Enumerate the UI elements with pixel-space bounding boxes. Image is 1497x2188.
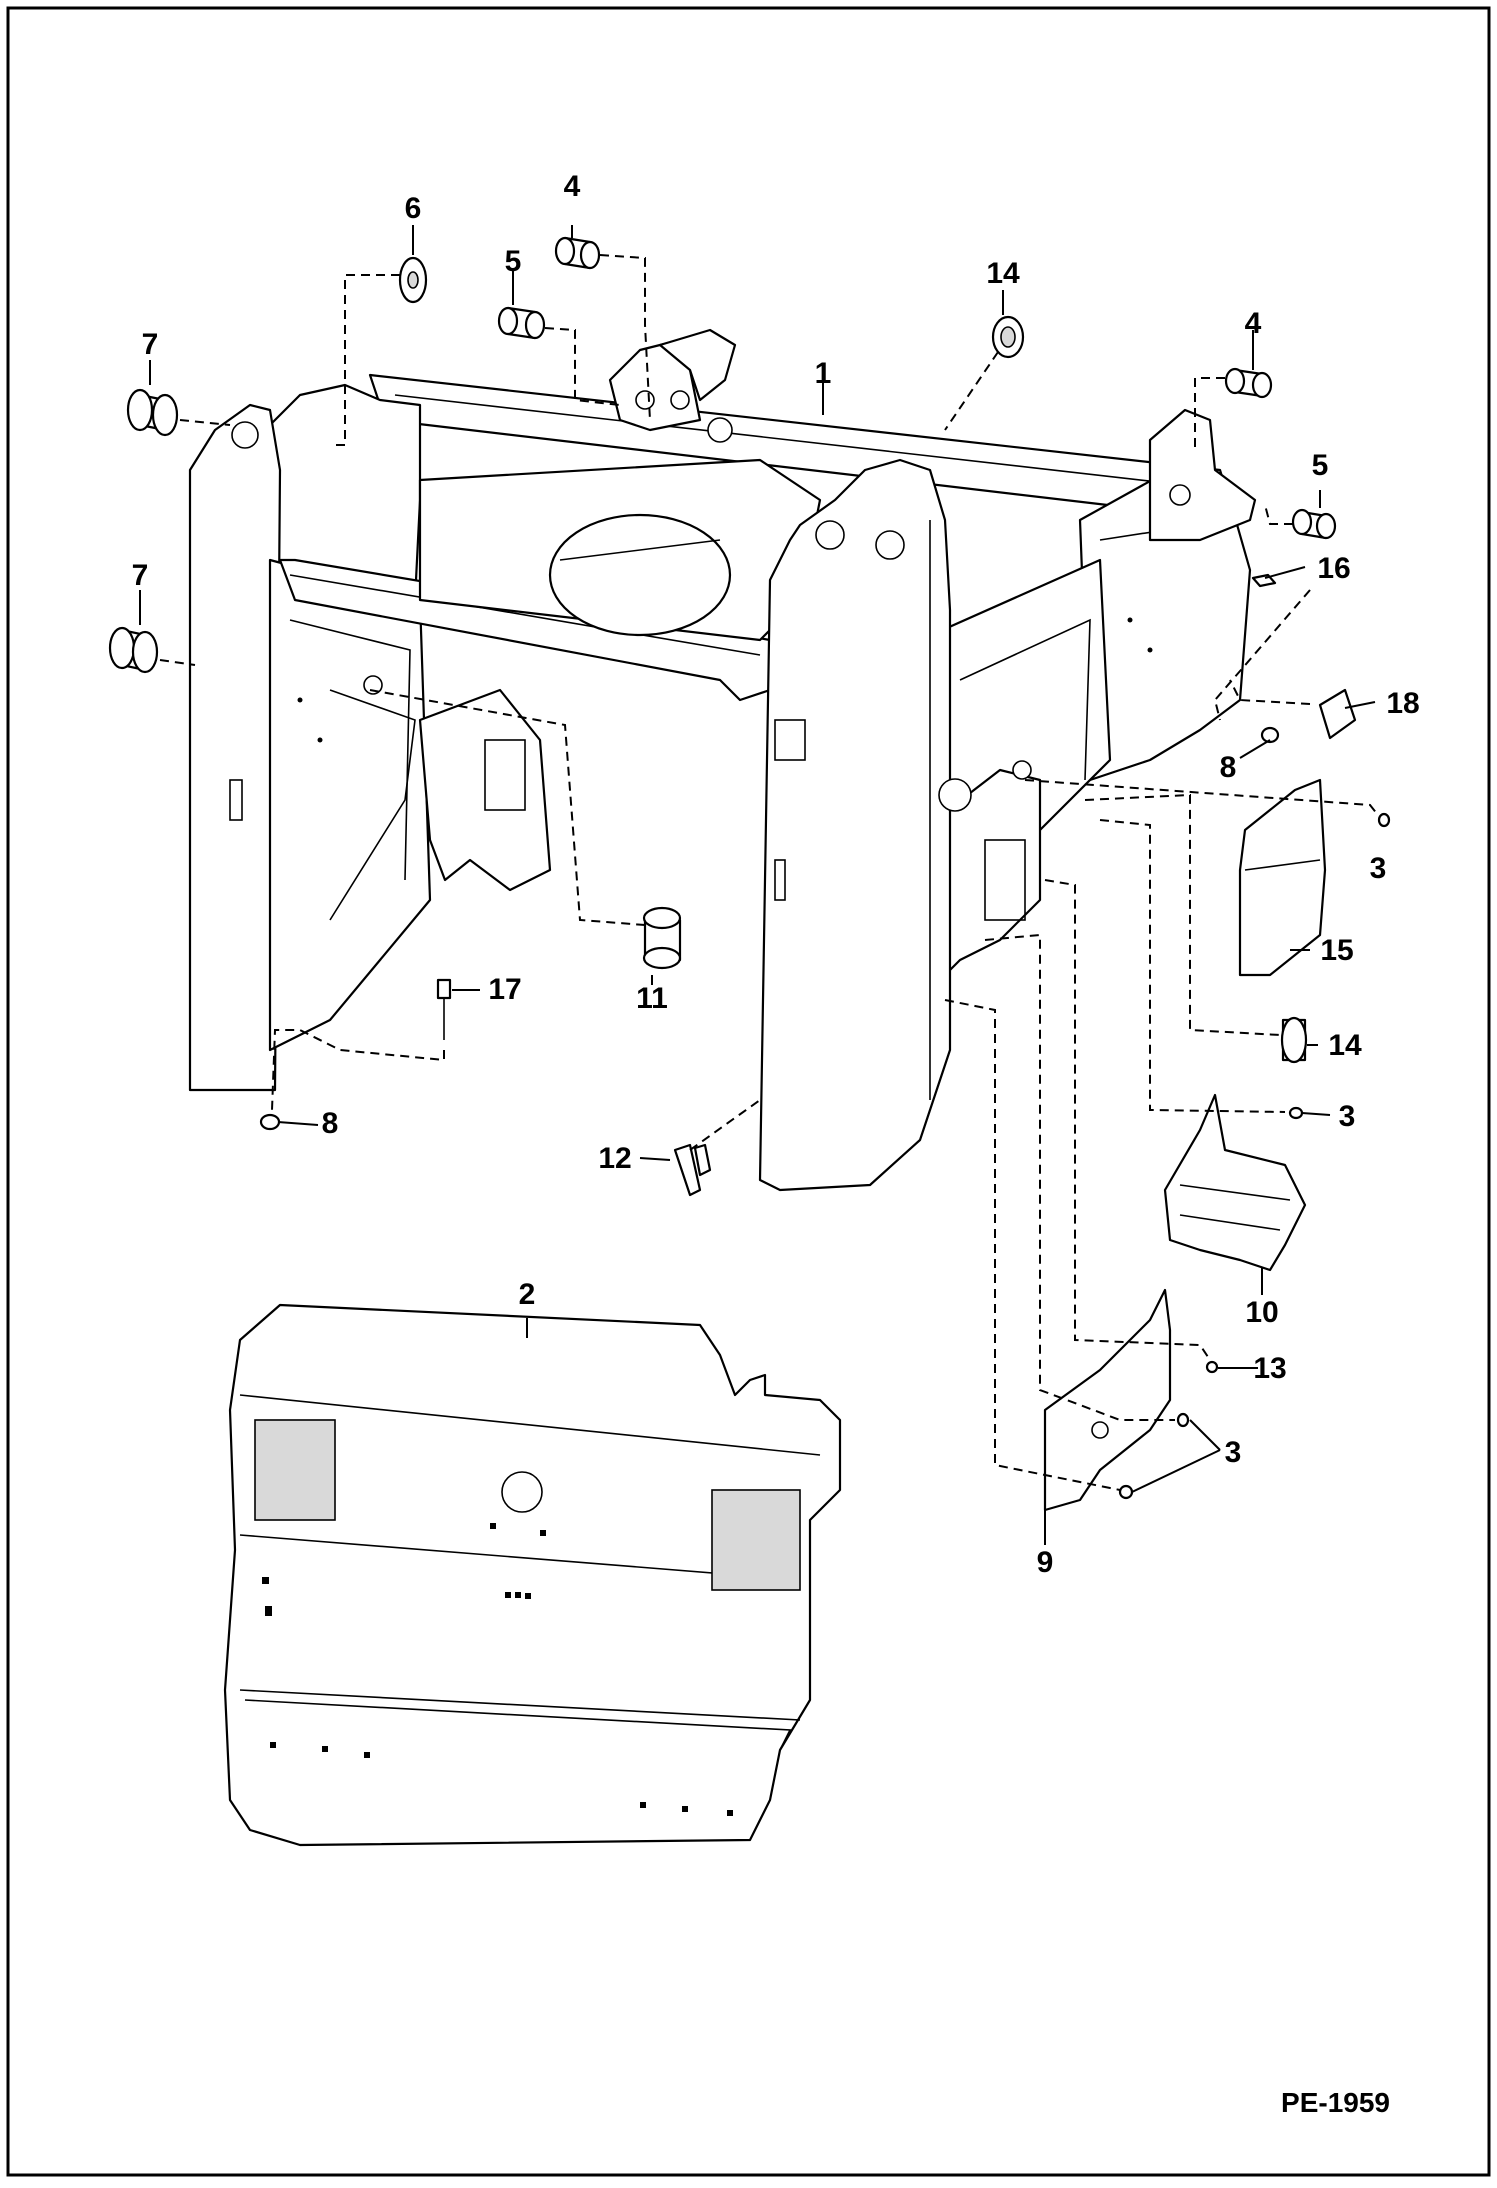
rubber-mount-part	[1280, 1016, 1308, 1064]
bracket-part	[673, 1143, 712, 1197]
callout-7: 7	[132, 559, 149, 592]
callout-3: 3	[1339, 1100, 1356, 1133]
callout-8: 8	[322, 1107, 339, 1140]
callout-13: 13	[1253, 1352, 1286, 1385]
bushing-part	[642, 906, 682, 970]
figure-reference: PE-1959	[1281, 2087, 1390, 2118]
washer-part	[398, 256, 428, 304]
callout-4: 4	[1245, 307, 1262, 340]
callout-4: 4	[564, 170, 581, 203]
rubber-mount-part	[991, 315, 1025, 359]
rubber-mount-part	[126, 388, 179, 437]
callout-11: 11	[636, 982, 668, 1015]
callout-5: 5	[1312, 449, 1329, 482]
page-border	[6, 6, 1491, 2177]
callout-18: 18	[1386, 687, 1419, 720]
front-panel	[223, 1303, 842, 1847]
bushing-part	[497, 306, 546, 340]
main-frame	[188, 328, 1257, 1192]
nut-part	[259, 1113, 281, 1131]
bushing-part	[1224, 367, 1273, 399]
callout-14: 14	[1328, 1029, 1362, 1062]
plate-part	[1043, 1288, 1172, 1512]
callout-10: 10	[1245, 1296, 1278, 1329]
assembly-lines	[159, 254, 1379, 1491]
callout-8: 8	[1220, 751, 1237, 784]
callout-labels: 1 2 3 3 3 4 4 5 5 6 7 7 8 8 9 10 11 12 1…	[132, 170, 1420, 1579]
callout-9: 9	[1037, 1546, 1054, 1579]
callout-3: 3	[1225, 1436, 1242, 1469]
callout-17: 17	[488, 973, 521, 1006]
leader-lines	[139, 225, 1376, 1545]
callout-3: 3	[1370, 852, 1387, 885]
bushing-part	[1291, 508, 1337, 540]
callout-7: 7	[142, 328, 159, 361]
bolt-part	[436, 978, 452, 1040]
rubber-mount-part	[108, 626, 159, 674]
callout-1: 1	[815, 357, 832, 390]
callout-15: 15	[1320, 934, 1353, 967]
callout-6: 6	[405, 192, 422, 225]
cover-part	[1238, 778, 1327, 977]
cover-part	[1163, 1093, 1307, 1272]
bushing-part	[554, 236, 601, 270]
screw-part	[1118, 812, 1391, 1500]
callout-5: 5	[505, 245, 522, 278]
callout-16: 16	[1317, 552, 1350, 585]
callout-12: 12	[598, 1142, 631, 1175]
plate-part	[1318, 688, 1357, 740]
callout-2: 2	[519, 1278, 536, 1311]
callout-14: 14	[986, 257, 1020, 290]
nut-part	[1260, 726, 1280, 744]
